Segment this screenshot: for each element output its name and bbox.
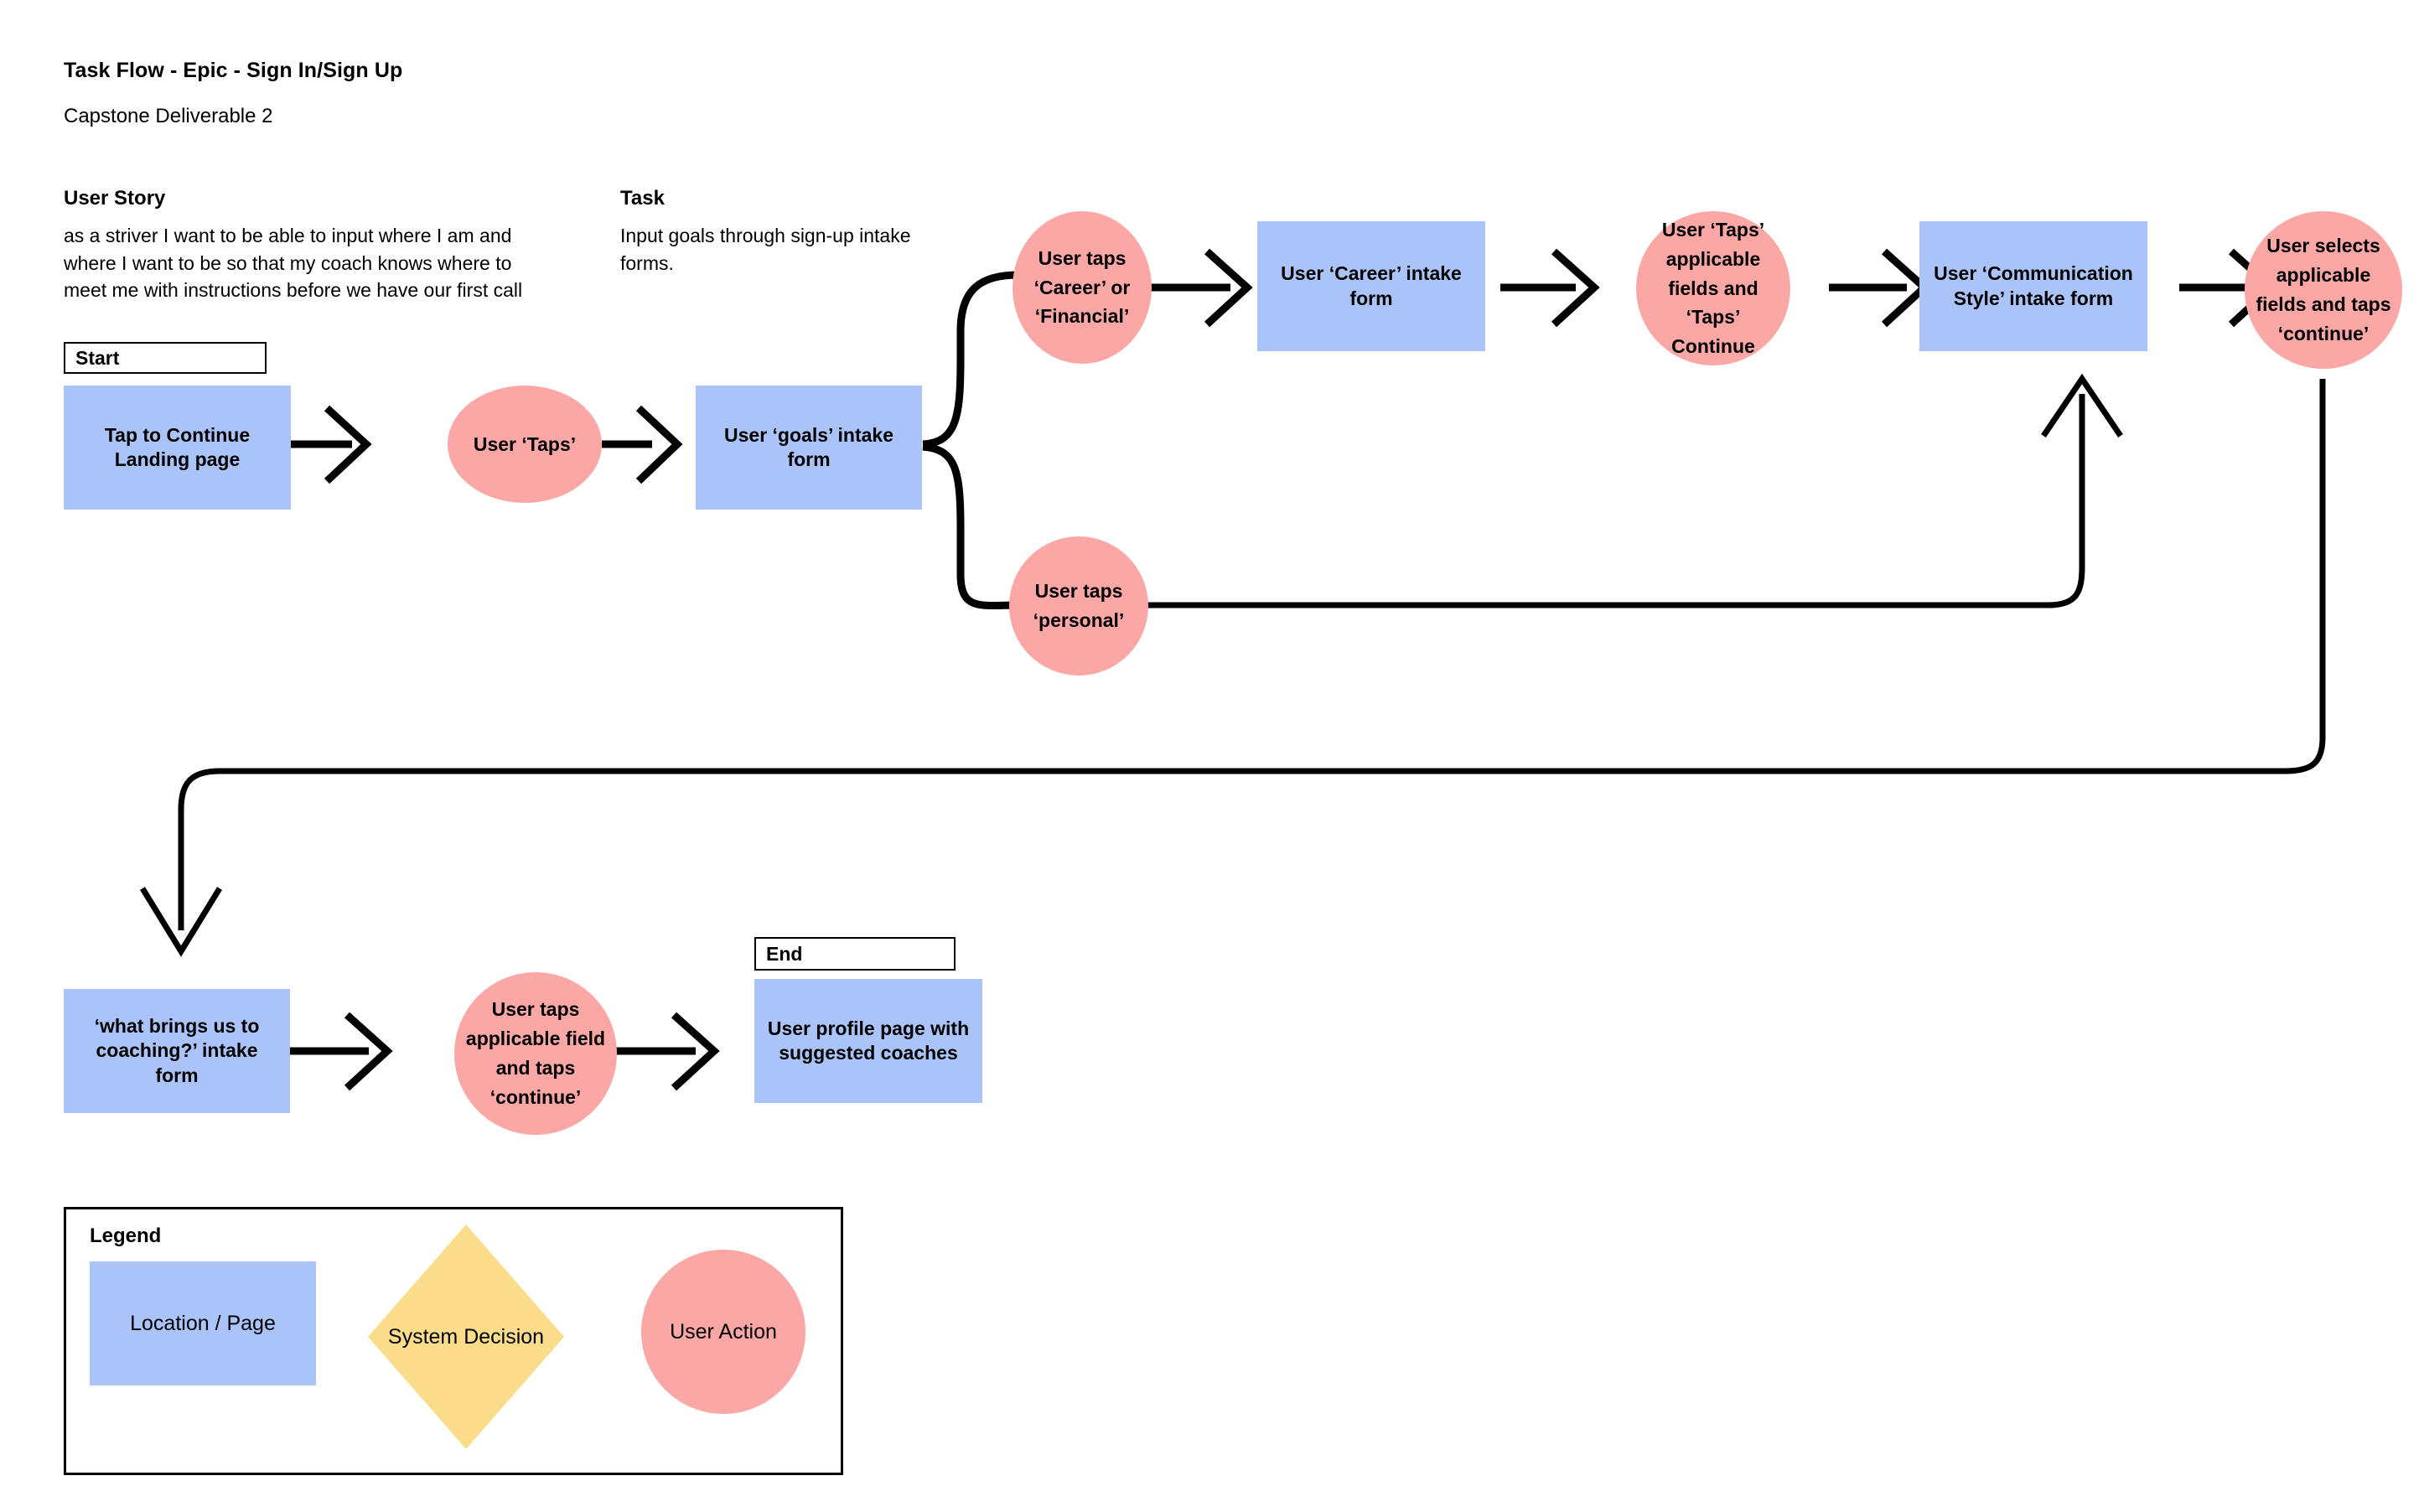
edge-goals-to-career-branch bbox=[922, 271, 1019, 448]
edge-taps-applicable-to-profile bbox=[616, 1012, 720, 1091]
user-story-heading: User Story bbox=[64, 187, 166, 210]
edge-landing-to-taps bbox=[291, 405, 372, 484]
legend-panel: Legend Location / Page System Decision U… bbox=[64, 1207, 843, 1475]
node-taps-applicable-field-continue[interactable]: User taps applicable field and taps ‘con… bbox=[454, 972, 617, 1135]
edge-career-form-to-taps-fields bbox=[1500, 248, 1600, 328]
start-terminator: Start bbox=[64, 342, 267, 374]
edge-taps-to-goals bbox=[602, 405, 683, 484]
edge-goals-to-personal-branch bbox=[922, 443, 1022, 610]
node-goals-intake-form[interactable]: User ‘goals’ intake form bbox=[696, 386, 922, 510]
legend-item-system-decision-label: System Decision bbox=[387, 1324, 545, 1349]
node-user-taps[interactable]: User ‘Taps’ bbox=[448, 386, 602, 503]
page-subtitle: Capstone Deliverable 2 bbox=[64, 105, 273, 127]
node-taps-fields-and-continue[interactable]: User ‘Taps’ applicable fields and ‘Taps’… bbox=[1636, 211, 1790, 365]
node-coaching-intake-form[interactable]: ‘what brings us to coaching?’ intake for… bbox=[64, 989, 290, 1113]
end-terminator: End bbox=[754, 937, 956, 971]
legend-item-user-action: User Action bbox=[641, 1250, 805, 1414]
edge-taps-fields-to-communication bbox=[1829, 248, 1930, 328]
edge-career-to-career-form bbox=[1150, 248, 1253, 328]
node-landing-page[interactable]: Tap to Continue Landing page bbox=[64, 386, 291, 510]
edge-personal-to-communication bbox=[1147, 373, 2123, 608]
page-title: Task Flow - Epic - Sign In/Sign Up bbox=[64, 59, 403, 82]
node-taps-personal[interactable]: User taps ‘personal’ bbox=[1009, 536, 1148, 676]
user-story-text: as a striver I want to be able to input … bbox=[64, 225, 523, 302]
task-text: Input goals through sign-up intake forms… bbox=[620, 225, 911, 274]
node-taps-career-or-financial[interactable]: User taps ‘Career’ or ‘Financial’ bbox=[1013, 211, 1152, 364]
task-heading: Task bbox=[620, 187, 665, 210]
node-communication-style-form[interactable]: User ‘Communication Style’ intake form bbox=[1919, 221, 2147, 351]
legend-title: Legend bbox=[90, 1225, 162, 1247]
legend-item-system-decision: System Decision bbox=[368, 1225, 564, 1449]
node-career-intake-form[interactable]: User ‘Career’ intake form bbox=[1257, 221, 1485, 351]
edge-coaching-to-taps-applicable bbox=[289, 1012, 393, 1091]
node-selects-fields-and-continue[interactable]: User selects applicable fields and taps … bbox=[2245, 211, 2402, 369]
node-user-profile-page[interactable]: User profile page with suggested coaches bbox=[754, 979, 982, 1103]
legend-item-location-page: Location / Page bbox=[90, 1261, 316, 1385]
